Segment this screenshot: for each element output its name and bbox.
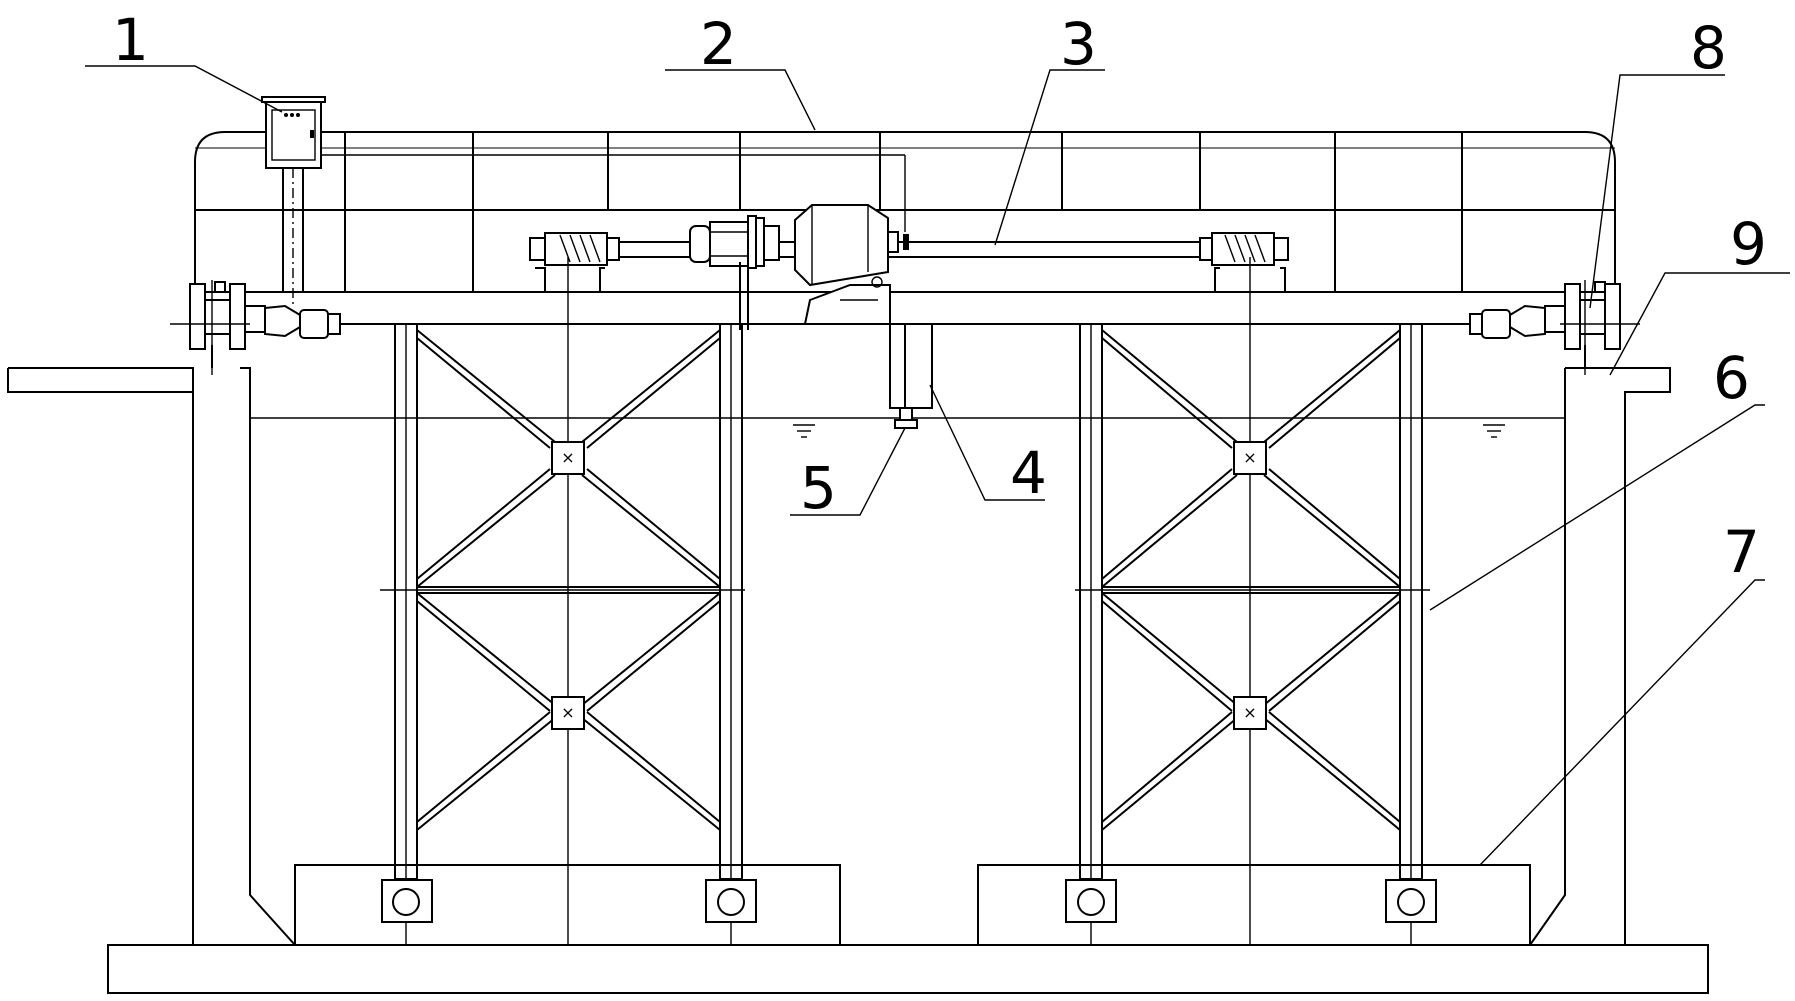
left-wall [8,368,193,945]
motor [690,216,779,330]
callout-6: 6 [1713,344,1750,412]
right-end-truck [1470,280,1640,375]
callout-8: 8 [1690,14,1727,82]
callout-4: 4 [1010,439,1047,507]
leader-lines [85,66,1790,865]
drive-assembly [530,205,1288,428]
callout-3: 3 [1060,10,1097,78]
callout-7: 7 [1723,518,1760,586]
left-drum [530,233,619,292]
tank-structure [8,345,1708,993]
svg-text:×: × [561,448,574,467]
callout-9: 9 [1730,210,1767,278]
callout-5: 5 [800,454,837,522]
callout-labels: 1 2 3 4 5 6 7 8 9 [112,6,1767,586]
gear-reducer [795,205,909,324]
right-wall [1530,368,1565,945]
water-level-symbol-right [1483,425,1505,437]
sludge-pipe [890,324,932,428]
scraper-frame-left: × × [380,257,756,945]
scraper-frame-right: × × [1066,257,1436,945]
sediment-block-right [978,865,1530,945]
svg-text:×: × [1243,703,1256,722]
right-drum [1200,233,1288,292]
water-level-symbol-left [793,425,815,437]
callout-1: 1 [112,6,149,74]
svg-text:×: × [561,703,574,722]
left-end-truck [170,280,340,375]
svg-text:×: × [1243,448,1256,467]
bridge-deck [195,292,1615,324]
truss-verticals [345,132,1462,292]
base-slab [108,945,1708,993]
callout-2: 2 [700,10,737,78]
